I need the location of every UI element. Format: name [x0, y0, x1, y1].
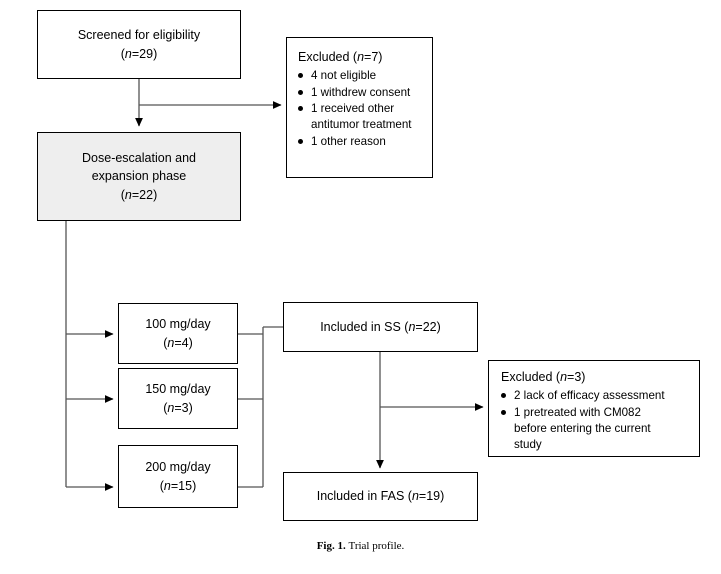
paren-open: ( — [120, 46, 125, 61]
count-value: =15) — [170, 478, 197, 493]
count-value: =7) — [364, 50, 383, 64]
node-phase-label-line1: Dose-escalation and — [82, 151, 196, 166]
node-excluded-screening: Excluded (n=7) 4 not eligible 1 withdrew… — [286, 37, 433, 178]
node-dose-200mg-count: (n=15) — [160, 477, 197, 495]
n-italic: n — [408, 319, 416, 334]
list-item: 2 lack of efficacy assessment — [498, 388, 693, 403]
figure-caption: Fig. 1. Trial profile. — [0, 540, 721, 552]
node-dose-150mg-count: (n=3) — [163, 399, 193, 417]
n-italic: n — [167, 335, 175, 350]
count-value: =3) — [174, 400, 193, 415]
n-italic: n — [163, 478, 171, 493]
paren-open: ( — [163, 335, 168, 350]
list-item: 1 other reason — [295, 134, 426, 149]
list-item-continuation: study — [514, 438, 542, 452]
n-italic: n — [411, 489, 419, 504]
list-item-continuation: before entering the current — [514, 421, 651, 435]
excluded-label: Excluded ( — [298, 50, 358, 64]
node-included-in-ss: Included in SS (n=22) — [283, 302, 478, 352]
list-item: 1 withdrew consent — [295, 85, 426, 100]
figure-caption-label: Fig. 1. — [316, 540, 346, 552]
node-phase-count: (n=22) — [121, 186, 158, 204]
n-italic: n — [167, 400, 175, 415]
node-included-in-ss-label: Included in SS (n=22) — [320, 318, 441, 336]
node-included-in-fas-label: Included in FAS (n=19) — [317, 487, 445, 505]
node-dose-200mg: 200 mg/day (n=15) — [118, 445, 238, 508]
node-dose-150mg: 150 mg/day (n=3) — [118, 368, 238, 429]
n-italic: n — [124, 46, 132, 61]
list-item-continuation: antitumor treatment — [311, 118, 412, 132]
node-screened-count: (n=29) — [121, 45, 158, 63]
paren-open: ( — [163, 400, 168, 415]
count-value: =3) — [567, 370, 586, 384]
node-phase-label-line2: expansion phase — [91, 169, 187, 184]
node-dose-200mg-label: 200 mg/day — [145, 460, 211, 475]
paren-open: ( — [159, 478, 164, 493]
node-dose-100mg-count: (n=4) — [163, 334, 193, 352]
n-italic: n — [560, 370, 568, 384]
included-ss-text: Included in SS ( — [320, 319, 409, 334]
node-dose-100mg: 100 mg/day (n=4) — [118, 303, 238, 364]
count-value: =4) — [174, 335, 193, 350]
excluded-screening-reason-list: 4 not eligible 1 withdrew consent 1 rece… — [295, 68, 426, 150]
excluded-label: Excluded ( — [501, 370, 561, 384]
node-screened-label: Screened for eligibility — [77, 28, 201, 43]
paren-open: ( — [120, 187, 125, 202]
node-dose-150mg-label: 150 mg/day — [145, 382, 211, 397]
count-value: =22) — [415, 319, 441, 334]
figure-caption-text: Trial profile. — [348, 540, 405, 552]
count-value: =22) — [131, 187, 158, 202]
node-dose-100mg-label: 100 mg/day — [145, 317, 211, 332]
included-fas-text: Included in FAS ( — [316, 489, 412, 504]
node-screened-for-eligibility: Screened for eligibility (n=29) — [37, 10, 241, 79]
count-value: =29) — [131, 46, 158, 61]
list-item: 1 pretreated with CM082 — [498, 405, 693, 420]
n-italic: n — [357, 50, 365, 64]
node-dose-escalation-expansion-phase: Dose-escalation and expansion phase (n=2… — [37, 132, 241, 221]
list-item: 1 received other — [295, 101, 426, 116]
excluded-analysis-title: Excluded (n=3) — [501, 368, 693, 386]
n-italic: n — [124, 187, 132, 202]
node-included-in-fas: Included in FAS (n=19) — [283, 472, 478, 521]
excluded-analysis-reason-list: 2 lack of efficacy assessment 1 pretreat… — [498, 388, 693, 454]
count-value: =19) — [418, 489, 445, 504]
list-item: 4 not eligible — [295, 68, 426, 83]
excluded-screening-title: Excluded (n=7) — [298, 48, 426, 66]
node-excluded-analysis: Excluded (n=3) 2 lack of efficacy assess… — [488, 360, 700, 457]
